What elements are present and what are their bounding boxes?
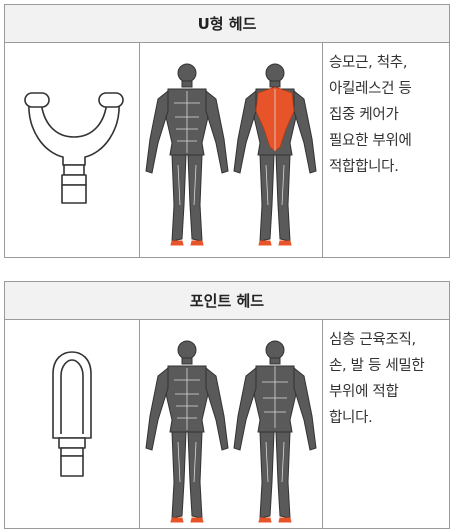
body-map-cell	[140, 320, 323, 528]
section-title: 포인트 헤드	[5, 282, 449, 320]
head-image-cell	[5, 320, 140, 528]
description-cell: 심층 근육조직, 손, 발 등 세밀한 부위에 적합 합니다.	[323, 320, 449, 528]
point-head-icon	[52, 351, 92, 477]
body-back-figure	[233, 340, 317, 523]
body-front-figure	[145, 340, 229, 523]
body-map-cell	[140, 43, 323, 257]
section-title: U형 헤드	[5, 5, 449, 43]
head-image-cell	[5, 43, 140, 257]
u-head-section: U형 헤드	[4, 4, 450, 258]
section-row: 승모근, 척추, 아킬레스건 등 집중 케어가 필요한 부위에 적합합니다.	[5, 43, 449, 257]
u-head-icon	[24, 92, 124, 204]
body-back-figure	[233, 63, 317, 246]
point-head-section: 포인트 헤드	[4, 281, 450, 529]
section-row: 심층 근육조직, 손, 발 등 세밀한 부위에 적합 합니다.	[5, 320, 449, 528]
section-description: 승모근, 척추, 아킬레스건 등 집중 케어가 필요한 부위에 적합합니다.	[329, 55, 412, 175]
section-description: 심층 근육조직, 손, 발 등 세밀한 부위에 적합 합니다.	[329, 332, 425, 426]
description-cell: 승모근, 척추, 아킬레스건 등 집중 케어가 필요한 부위에 적합합니다.	[323, 43, 449, 257]
body-front-figure	[145, 63, 229, 246]
